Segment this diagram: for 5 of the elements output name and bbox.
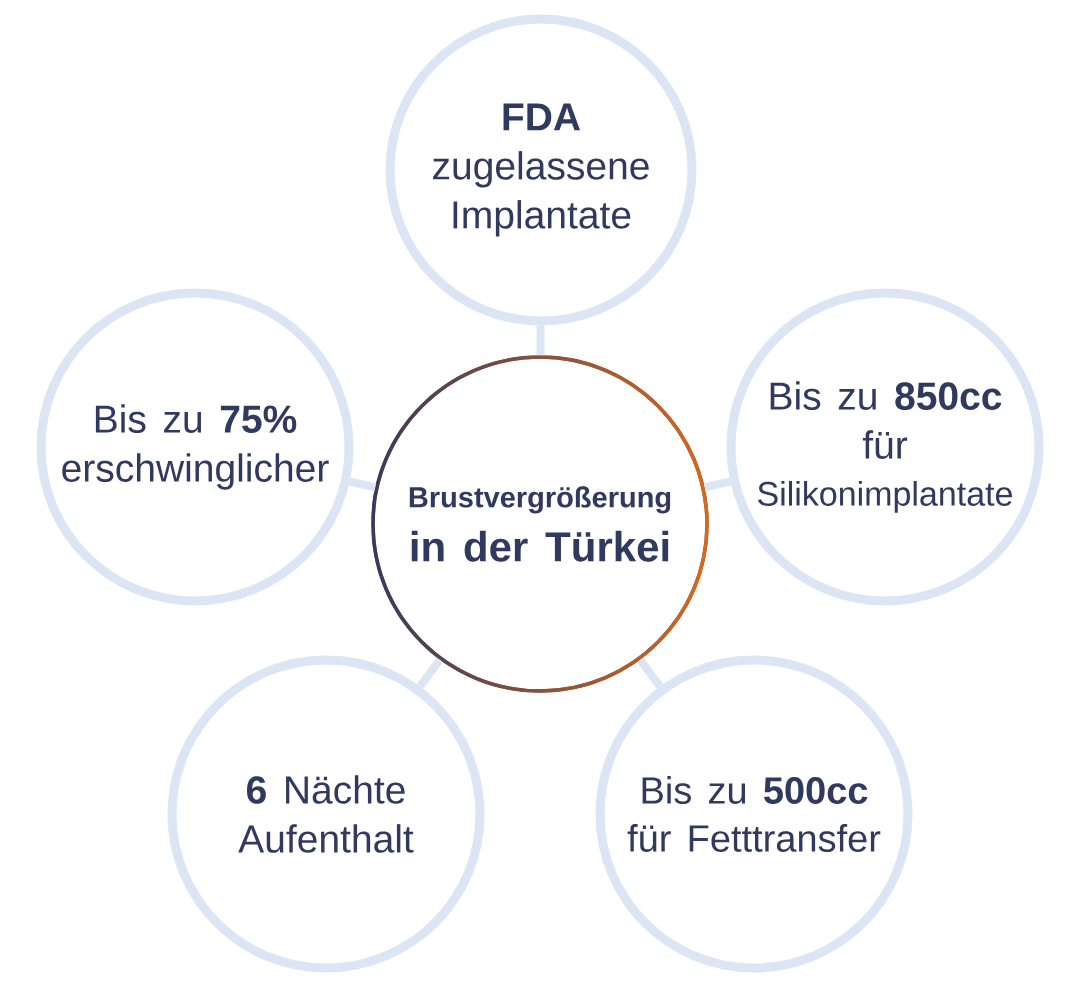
connector-line: [637, 657, 664, 689]
connector-line: [536, 325, 545, 356]
connector-line: [416, 657, 444, 689]
connector-line: [703, 477, 732, 492]
connector-line: [348, 477, 377, 492]
